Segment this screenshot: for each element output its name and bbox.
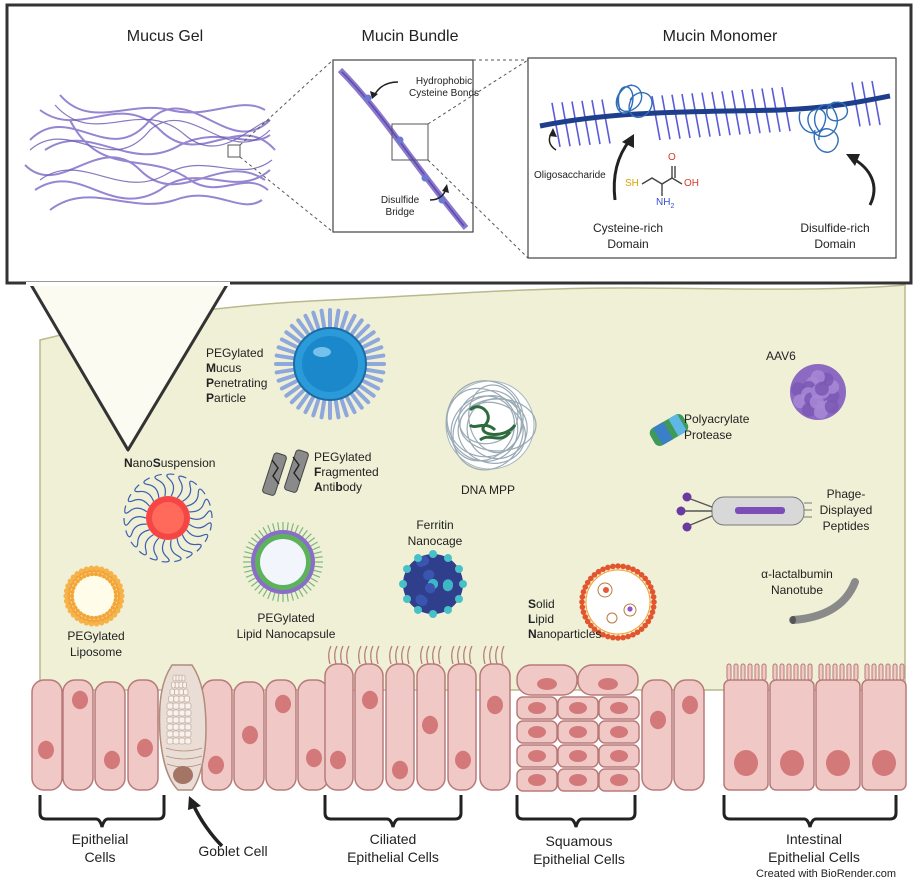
sln-line1: Solid: [528, 597, 555, 611]
aav6-particle: [790, 364, 846, 420]
sln-line2: Lipid: [528, 612, 555, 626]
ferritin-particle: [399, 550, 467, 618]
pegylated-mpp-particle: [274, 308, 386, 420]
intestinal-line2: Epithelial Cells: [768, 849, 860, 865]
heading-mucin-bundle: Mucin Bundle: [361, 28, 459, 45]
mpp-line3: Penetrating: [206, 376, 268, 390]
label-polyacrylate: Polyacrylate Protease: [684, 411, 749, 443]
chem-nh-sub: 2: [670, 203, 675, 210]
phage-line3: Peptides: [822, 519, 870, 533]
credit-text: Created with BioRender.com: [756, 868, 897, 880]
label-ciliated-cells: Ciliated Epithelial Cells: [325, 830, 461, 866]
lnc-line2: Lipid Nanocapsule: [236, 627, 336, 641]
fab-fragment-particle: [262, 449, 309, 496]
label-dna-mpp: DNA MPP: [461, 483, 516, 497]
nanotube-line2: Nanotube: [770, 583, 824, 597]
phage-line1: Phage-: [826, 487, 866, 501]
epithelial-line2: Cells: [84, 849, 116, 865]
cell-layer: [31, 645, 907, 792]
chem-nh: NH: [656, 197, 671, 208]
ferritin-line1: Ferritin: [416, 518, 454, 532]
nanosuspension-particle: [123, 473, 213, 563]
fab-line3: Antibody: [314, 480, 363, 494]
label-squamous-cells: Squamous Epithelial Cells: [512, 832, 646, 868]
label-phage: Phage- Displayed Peptides: [806, 486, 886, 534]
ciliated-line2: Epithelial Cells: [347, 849, 439, 865]
label-cysteine-bonds: Cysteine Bonds: [408, 88, 480, 99]
fab-line1: PEGylated: [314, 450, 372, 464]
label-disulfide-rich-domain: Disulfide-rich Domain: [780, 220, 890, 252]
chem-sh: SH: [625, 178, 639, 189]
liposome-line1: PEGylated: [67, 629, 125, 643]
chem-oh: OH: [684, 178, 699, 189]
label-disulfide: Disulfide: [380, 195, 420, 206]
label-cys-rich-1: Cysteine-rich: [592, 221, 664, 235]
label-pegylated-mpp: PEGylated Mucus Penetrating Particle: [206, 346, 267, 406]
phage-line2: Displayed: [819, 503, 873, 517]
mpp-line1: PEGylated: [206, 346, 264, 360]
polyacrylate-protease-particle: [649, 413, 689, 446]
mpp-line2: Mucus: [206, 361, 242, 375]
liposome-line2: Liposome: [69, 645, 123, 659]
label-ds-rich-1: Disulfide-rich: [800, 221, 870, 235]
label-goblet-cell: Goblet Cell: [198, 843, 268, 859]
label-nanotube: α-lactalbumin Nanotube: [752, 566, 842, 598]
dna-mpp-particle: [445, 380, 537, 471]
heading-mucus-gel: Mucus Gel: [126, 28, 204, 45]
mucin-backbone: [539, 93, 891, 129]
label-epithelial-cells: Epithelial Cells: [50, 830, 150, 866]
lnc-line1: PEGylated: [257, 611, 315, 625]
sln-line3: Nanoparticles: [528, 627, 602, 641]
mucus-gel-network: [24, 94, 276, 211]
label-liposome: PEGylated Liposome: [56, 628, 136, 660]
squamous-line1: Squamous: [545, 833, 613, 849]
heading-mucin-monomer: Mucin Monomer: [662, 28, 778, 45]
label-oligosaccharide: Oligosaccharide: [534, 170, 606, 181]
ferritin-line2: Nanocage: [407, 534, 463, 548]
fab-line2: Fragmented: [314, 465, 379, 479]
liposome-particle: [63, 565, 125, 627]
label-cysteine-rich-domain: Cysteine-rich Domain: [578, 220, 678, 252]
mpp-line4: Particle: [206, 391, 247, 405]
label-hydrophobic-bonds: Hydrophobic Cysteine Bonds: [404, 76, 484, 100]
chem-nh2: NH2: [656, 197, 674, 213]
label-hydrophobic: Hydrophobic: [415, 76, 473, 87]
mucin-monomer-panel: [527, 57, 897, 259]
nanotube-particle: [789, 578, 859, 624]
label-cys-rich-2: Domain: [607, 237, 649, 251]
cell-brackets: [38, 795, 898, 828]
sln-particle: [579, 563, 657, 641]
label-nanosuspension: NanoSuspension: [124, 456, 216, 470]
polyacrylate-line1: Polyacrylate: [684, 412, 750, 426]
lipid-nanocapsule-particle: [243, 522, 323, 602]
ciliated-line1: Ciliated: [369, 831, 417, 847]
chem-o: O: [668, 152, 676, 163]
label-bridge: Bridge: [385, 207, 415, 218]
label-disulfide-bridge: Disulfide Bridge: [368, 195, 432, 219]
label-ferritin: Ferritin Nanocage: [400, 517, 470, 549]
label-intestinal-cells: Intestinal Epithelial Cells: [744, 830, 884, 866]
epithelial-line1: Epithelial: [71, 831, 129, 847]
squamous-line2: Epithelial Cells: [533, 851, 625, 867]
goblet-cell: [158, 664, 207, 791]
label-ds-rich-2: Domain: [814, 237, 856, 251]
label-pegylated-fab: PEGylated Fragmented Antibody: [314, 450, 379, 495]
label-aav6: AAV6: [766, 349, 796, 363]
label-sln: Solid Lipid Nanoparticles: [528, 597, 601, 642]
nanotube-line1: α-lactalbumin: [761, 567, 833, 581]
intestinal-line1: Intestinal: [785, 831, 843, 847]
phage-particle: [676, 492, 812, 532]
label-lipid-nanocapsule: PEGylated Lipid Nanocapsule: [226, 610, 346, 642]
polyacrylate-line2: Protease: [684, 428, 733, 442]
